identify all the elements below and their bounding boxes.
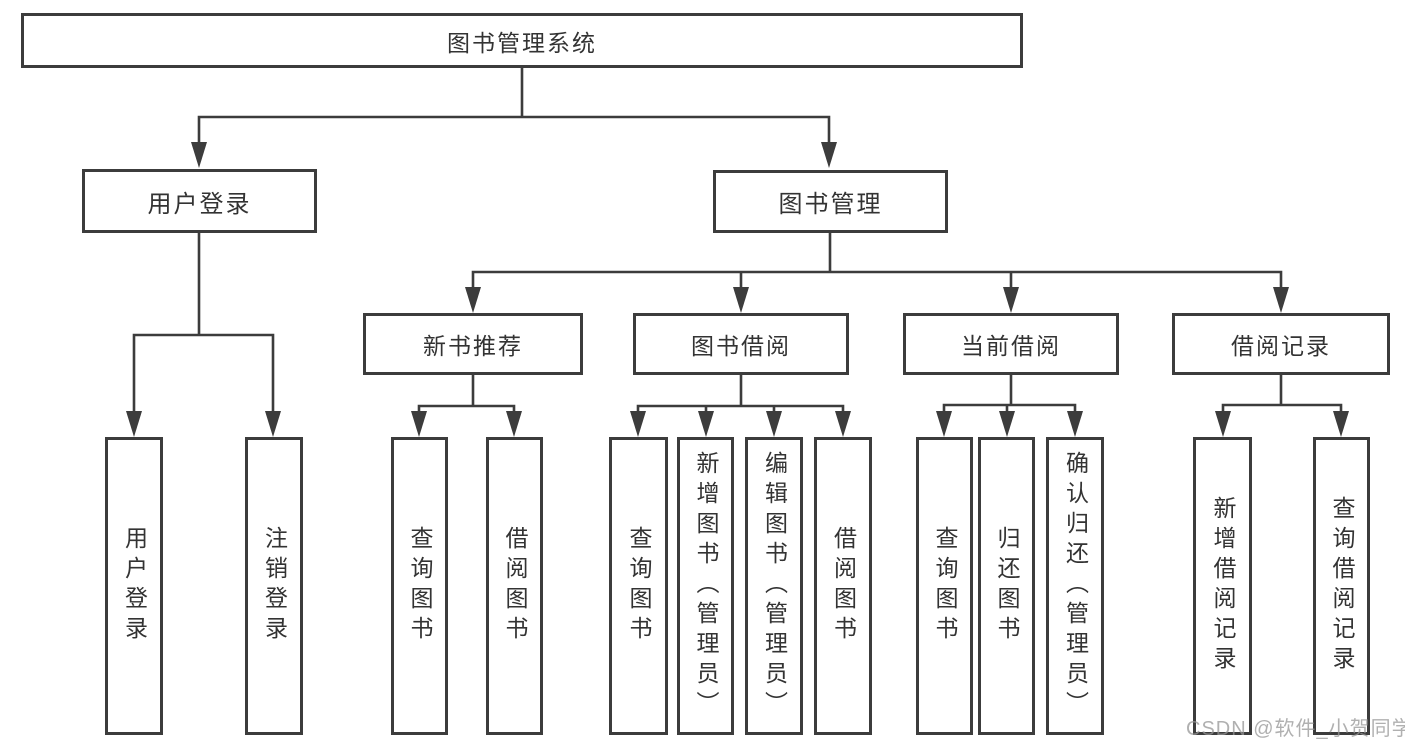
node-user-login: 用户登录 <box>82 169 317 233</box>
connector-book-borrow-to-leaves <box>630 375 851 437</box>
leaf-query-books-recommend-label: 查询图书 <box>407 526 433 646</box>
node-new-book-recommend: 新书推荐 <box>363 313 583 375</box>
leaf-query-books-current: 查询图书 <box>916 437 973 735</box>
leaf-edit-book-admin: 编辑图书（管理员） <box>745 437 803 735</box>
node-book-borrow-label: 图书借阅 <box>691 333 791 359</box>
leaf-user-login: 用户登录 <box>105 437 163 735</box>
leaf-return-book: 归还图书 <box>978 437 1035 735</box>
connector-user-login-to-leaves <box>126 232 281 437</box>
leaf-return-book-label: 归还图书 <box>994 526 1020 646</box>
leaf-edit-book-admin-label: 编辑图书（管理员） <box>761 451 788 721</box>
node-current-borrow-label: 当前借阅 <box>961 333 1061 359</box>
node-current-borrow: 当前借阅 <box>903 313 1119 375</box>
leaf-logout: 注销登录 <box>245 437 303 735</box>
leaf-borrow-books: 借阅图书 <box>814 437 872 735</box>
leaf-logout-label: 注销登录 <box>261 526 288 646</box>
leaf-query-books-recommend: 查询图书 <box>391 437 448 735</box>
leaf-borrow-books-recommend-label: 借阅图书 <box>502 526 528 646</box>
leaf-query-books-borrow: 查询图书 <box>609 437 668 735</box>
node-book-management: 图书管理 <box>713 170 948 233</box>
leaf-add-book-admin: 新增图书（管理员） <box>677 437 734 735</box>
node-borrow-records-label: 借阅记录 <box>1231 333 1331 359</box>
leaf-query-borrow-record-label: 查询借阅记录 <box>1329 496 1355 676</box>
leaf-query-books-current-label: 查询图书 <box>932 526 958 646</box>
leaf-borrow-books-label: 借阅图书 <box>830 526 857 646</box>
leaf-borrow-books-recommend: 借阅图书 <box>486 437 543 735</box>
leaf-confirm-return-admin-label: 确认归还（管理员） <box>1062 451 1089 721</box>
connector-current-borrow-to-leaves <box>936 375 1083 437</box>
node-book-management-label: 图书管理 <box>778 191 883 218</box>
leaf-add-borrow-record: 新增借阅记录 <box>1193 437 1252 735</box>
node-root-label: 图书管理系统 <box>447 29 597 56</box>
node-borrow-records: 借阅记录 <box>1172 313 1390 375</box>
leaf-add-borrow-record-label: 新增借阅记录 <box>1210 496 1236 676</box>
connector-borrow-records-to-leaves <box>1215 375 1349 437</box>
csdn-watermark: CSDN @软件_小贺同学 <box>1186 718 1405 740</box>
connector-book-mgmt-to-level3 <box>465 233 1289 313</box>
leaf-confirm-return-admin: 确认归还（管理员） <box>1046 437 1104 735</box>
leaf-add-book-admin-label: 新增图书（管理员） <box>693 451 719 721</box>
node-root: 图书管理系统 <box>21 13 1023 68</box>
leaf-query-books-borrow-label: 查询图书 <box>626 526 652 646</box>
leaf-query-borrow-record: 查询借阅记录 <box>1313 437 1370 735</box>
node-user-login-label: 用户登录 <box>147 190 252 218</box>
connector-root-to-level2 <box>191 67 837 168</box>
node-new-book-recommend-label: 新书推荐 <box>423 333 523 359</box>
node-book-borrow: 图书借阅 <box>633 313 849 375</box>
connector-new-book-to-leaves <box>411 375 522 437</box>
leaf-user-login-label: 用户登录 <box>121 526 148 646</box>
